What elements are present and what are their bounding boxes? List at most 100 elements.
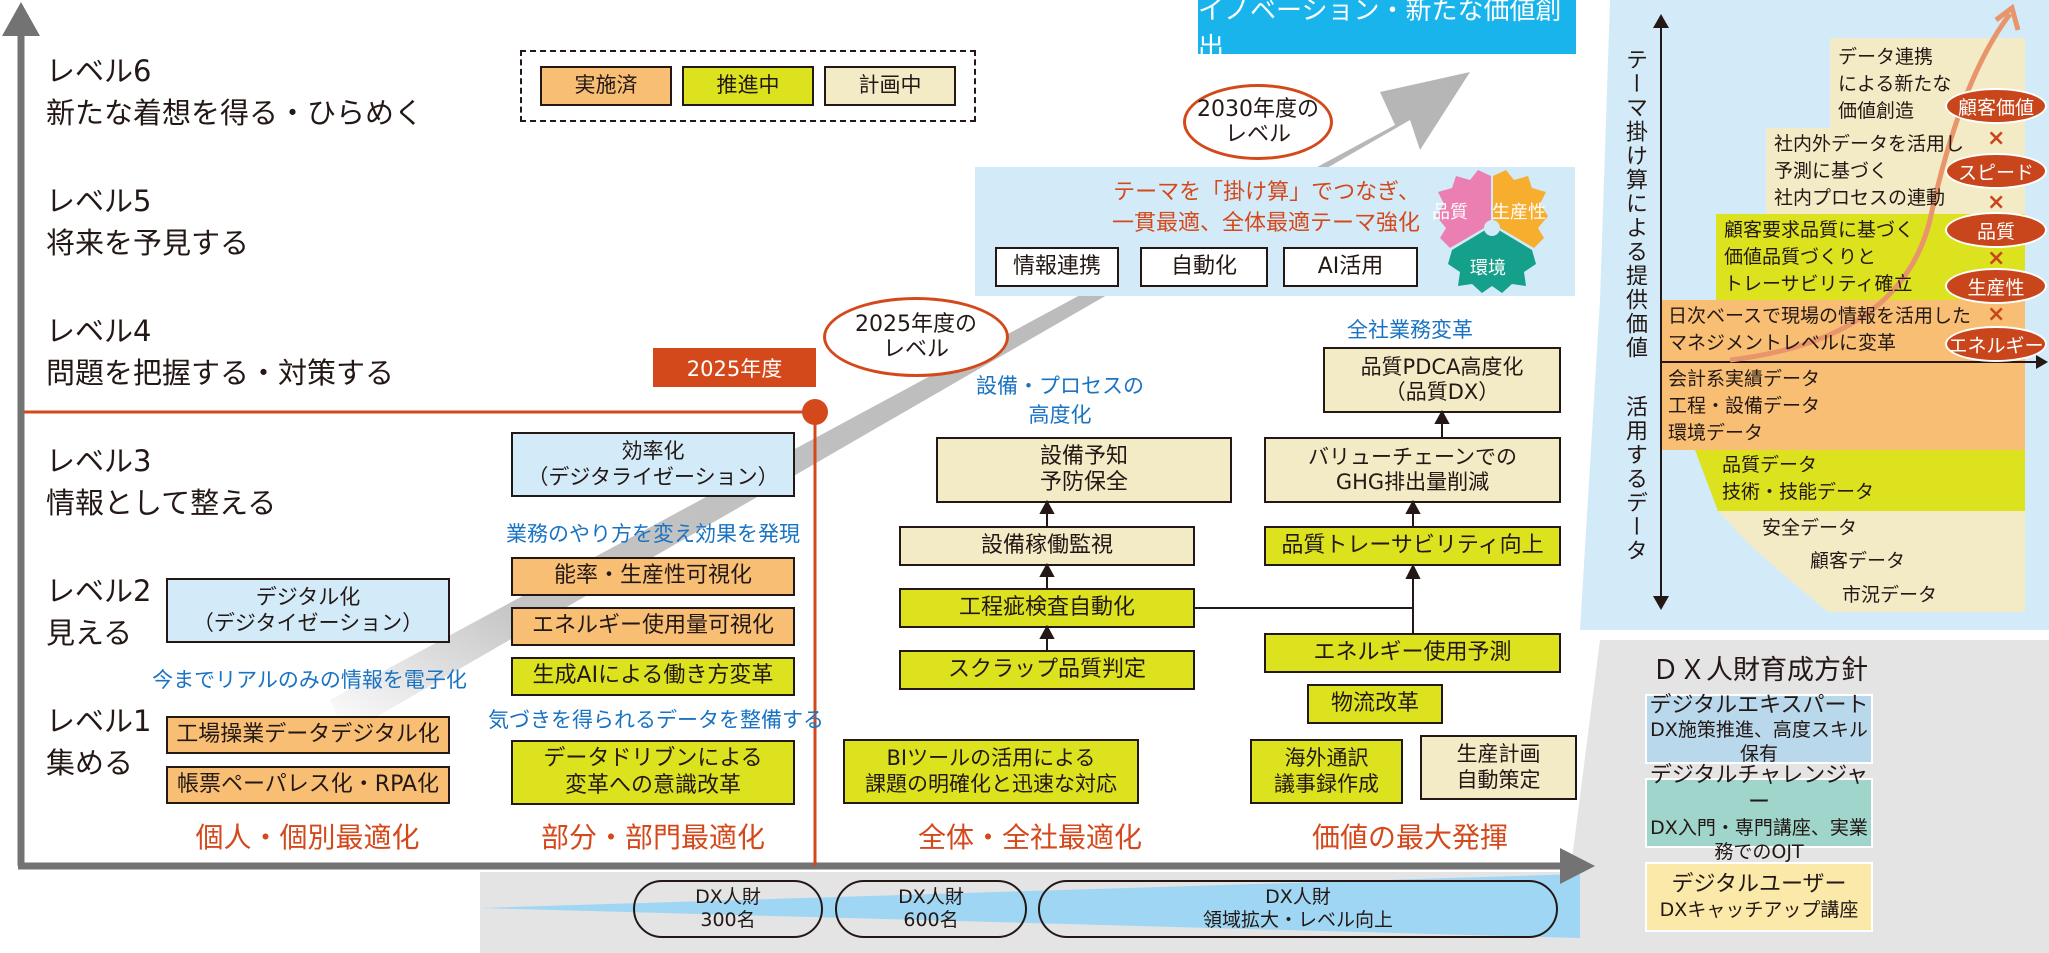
level-name: レベル2 <box>46 574 152 608</box>
caption-line: 設備・プロセスの <box>976 374 1144 398</box>
stage-label-value: 価値の最大発揮 <box>1311 821 1508 854</box>
data-line: 技術・技能データ <box>1722 481 1875 503</box>
gear-label-environment: 環境 <box>1470 258 1506 279</box>
milestone-2030: 2030年度の レベル <box>1183 84 1333 160</box>
data-tier-2: 品質データ 技術・技能データ <box>1722 452 1874 506</box>
axis-down-arrow-icon <box>1653 596 1669 610</box>
theme-headline: テーマを「掛け算」でつなぎ、 一貫最適、全体最適テーマ強化 <box>1040 177 1420 239</box>
theme-headline-line: 一貫最適、全体最適テーマ強化 <box>1111 211 1420 236</box>
talent-growth-wedge <box>480 874 1580 938</box>
legend-planned: 計画中 <box>824 66 956 106</box>
col2-item: 生成AIによる働き方変革 <box>511 657 795 696</box>
axis-right-arrow-icon <box>2036 355 2048 369</box>
step-line: 顧客要求品質に基づく <box>1724 219 1915 241</box>
policy-name: デジタルチャレンジャー <box>1649 762 1869 816</box>
gear-icon: 品質 生産性 環境 <box>1432 168 1550 293</box>
arrow-up-icon <box>1039 562 1055 577</box>
col2-caption-top: 業務のやり方を変え効果を発現 <box>506 522 800 546</box>
policy-name: デジタルユーザー <box>1671 872 1847 898</box>
level-1: レベル1 集める <box>46 700 151 784</box>
col4-caption: 全社業務変革 <box>1347 318 1473 342</box>
chain-connectors <box>1039 409 1450 650</box>
col4-translation: 海外通訳 議事録作成 <box>1250 739 1403 804</box>
col3-bi-item: BIツールの活用による 課題の明確化と迅速な対応 <box>843 739 1139 804</box>
pill-line: 300名 <box>700 909 756 931</box>
value-axis-up-label: テーマ掛け算による提供価値 <box>1622 48 1647 360</box>
level-name: レベル1 <box>46 704 152 738</box>
policy-tier-user: デジタルユーザー DXキャッチアップ講座 <box>1645 862 1873 932</box>
col3-chain-item: 設備稼働監視 <box>899 526 1195 566</box>
step-line: 社内プロセスの連動 <box>1774 187 1946 209</box>
policy-tier-expert: デジタルエキスパート DX施策推進、高度スキル保有 <box>1645 693 1873 765</box>
policy-tier-challenger: デジタルチャレンジャー DX入門・専門講座、実業務でのOJT <box>1645 763 1873 863</box>
data-line: 品質データ <box>1722 454 1818 476</box>
caption-line: 高度化 <box>1028 403 1092 427</box>
box-line: BIツールの活用による <box>886 746 1096 771</box>
pill-line: 600名 <box>903 909 959 931</box>
multiply-icon: × <box>1987 190 2006 215</box>
data-tier-5: 市況データ <box>1842 584 1938 606</box>
year-marker-2025: 2025年度 <box>653 348 816 387</box>
box-line: 課題の明確化と迅速な対応 <box>865 771 1117 796</box>
box-line: （デジタイゼーション） <box>192 610 424 635</box>
arrow-up-icon <box>1405 563 1421 579</box>
data-line: 環境データ <box>1668 422 1764 444</box>
level-name: レベル5 <box>46 184 152 218</box>
data-tier-1: 会計系実績データ 工程・設備データ 環境データ <box>1668 366 1820 447</box>
box-line: データドリブンによる <box>543 746 763 772</box>
level-5: レベル5 将来を予見する <box>46 180 249 264</box>
step-line: 日次ベースで現場の情報を活用した <box>1668 305 1972 327</box>
box-line: （デジタライゼーション） <box>527 464 779 489</box>
main-axes <box>2 2 1595 884</box>
talent-stage-2: DX人財 600名 <box>835 880 1027 938</box>
data-line: 工程・設備データ <box>1668 395 1821 417</box>
level-2: レベル2 見える <box>46 570 151 654</box>
arrow-up-icon <box>1434 409 1450 424</box>
milestone-line: 2025年度の <box>855 311 977 337</box>
level-name: レベル3 <box>46 444 152 478</box>
box-line: 議事録作成 <box>1274 771 1379 796</box>
policy-desc: DXキャッチアップ講座 <box>1659 898 1859 921</box>
value-axis-down-label: 活用するデータ <box>1622 395 1647 563</box>
level-desc: 問題を把握する・対策する <box>46 356 395 390</box>
axis-up-arrow-icon <box>1653 14 1669 28</box>
multiply-icon: × <box>1987 126 2006 151</box>
multiply-icon: × <box>1987 302 2006 327</box>
value-badge: スピード <box>1945 153 2047 189</box>
theme-headline-line: テーマを「掛け算」でつなぎ、 <box>1113 180 1420 205</box>
box-line: 自動策定 <box>1456 767 1541 792</box>
value-badge: 品質 <box>1945 212 2047 248</box>
value-badge: 顧客価値 <box>1945 88 2047 124</box>
step-line: による新たな <box>1838 73 1952 95</box>
col4-chain-item: エネルギー使用予測 <box>1264 633 1561 673</box>
col4-planning: 生産計画 自動策定 <box>1420 735 1577 800</box>
arrow-up-icon <box>1039 624 1055 639</box>
level-name: レベル6 <box>46 54 152 88</box>
level-desc: 見える <box>46 616 133 650</box>
stage-label-individual: 個人・個別最適化 <box>195 821 420 854</box>
policy-title: ＤＸ人財育成方針 <box>1652 655 1868 686</box>
level-6: レベル6 新たな着想を得る・ひらめく <box>46 50 423 134</box>
legend-done: 実施済 <box>540 66 672 106</box>
level-desc: 集める <box>46 746 134 780</box>
legend <box>520 50 976 122</box>
col4-logistics: 物流改革 <box>1307 684 1443 724</box>
step-line: 予測に基づく <box>1774 160 1889 182</box>
data-tier-4: 顧客データ <box>1810 550 1906 572</box>
step-line: 価値品質づくりと <box>1724 246 1877 268</box>
value-step-2: 顧客要求品質に基づく 価値品質づくりと トレーサビリティ確立 <box>1724 217 1914 298</box>
level-name: レベル4 <box>46 314 152 348</box>
milestone-line: 2030年度の <box>1197 96 1319 122</box>
step-line: データ連携 <box>1838 46 1934 68</box>
pill-line: DX人財 <box>1265 886 1331 909</box>
col3-chain-item: 設備予知 予防保全 <box>936 437 1232 503</box>
pill-line: DX人財 <box>898 886 964 909</box>
box-line: 生産計画 <box>1456 742 1541 767</box>
talent-stage-1: DX人財 300名 <box>633 880 823 938</box>
col3-caption: 設備・プロセスの 高度化 <box>960 372 1160 430</box>
col4-chain-item: 品質トレーサビリティ向上 <box>1264 526 1561 566</box>
digitization-box: デジタル化 （デジタイゼーション） <box>166 578 450 643</box>
stage-label-department: 部分・部門最適化 <box>540 821 765 854</box>
col1-caption: 今までリアルのみの情報を電子化 <box>152 668 467 692</box>
box-line: 予防保全 <box>1039 470 1128 495</box>
